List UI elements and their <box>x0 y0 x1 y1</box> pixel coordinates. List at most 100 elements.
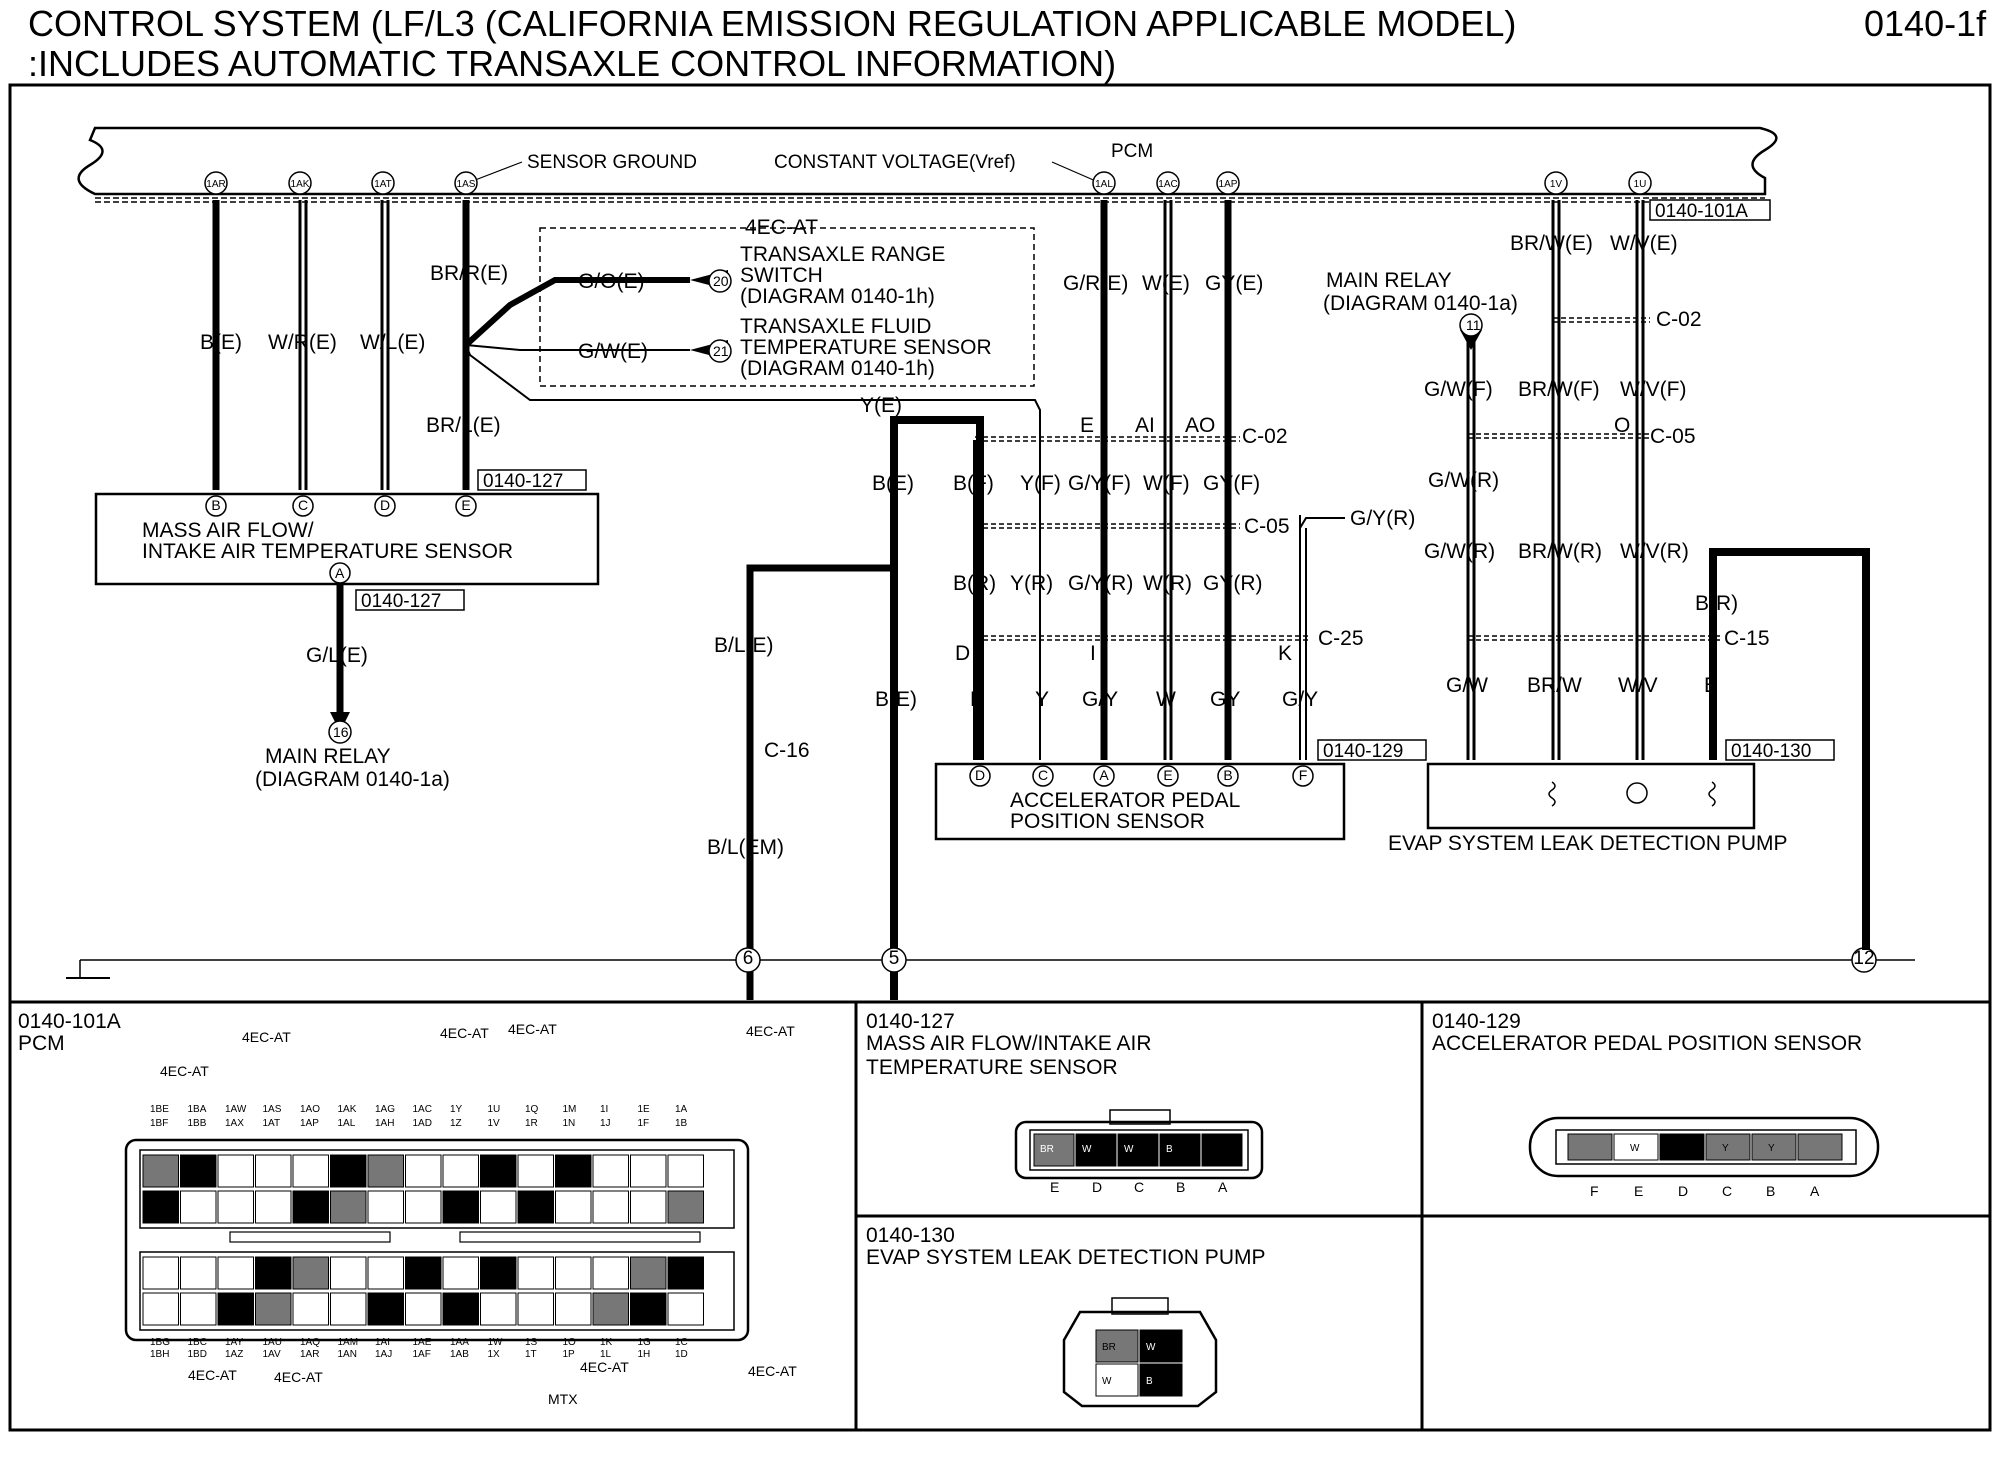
app-view-ref: 0140-129 <box>1432 1010 1521 1033</box>
evap-coil-icon-2 <box>1708 781 1716 807</box>
pcm-connector-cell <box>367 1256 404 1290</box>
pcm-connector-cell <box>442 1154 479 1188</box>
app-f-wire-0: B(E) <box>872 472 914 495</box>
app-pin-e-circle <box>1157 765 1179 787</box>
ground-bl-e: B/L(E) <box>714 634 774 657</box>
evap-view-name: EVAP SYSTEM LEAK DETECTION PUMP <box>866 1246 1265 1269</box>
evap-top-wire-0: BR/W(E) <box>1510 232 1593 255</box>
pcm-bottom-pin-label: 1L <box>600 1349 612 1360</box>
maf-pin-e-circle <box>455 495 477 517</box>
pcm-pin-1ac-circle <box>1156 171 1180 195</box>
pcm-label: PCM <box>1111 141 1153 162</box>
evap-cell-color: B <box>1146 1376 1153 1387</box>
app-bottom-w: W <box>1156 688 1176 711</box>
pcm-connector-cell <box>142 1292 179 1326</box>
pcm-top-pin-label: 1Y <box>450 1104 463 1115</box>
ground-point-12: 12 <box>1853 948 1874 969</box>
pcm-pin-1al: 1AL <box>1095 179 1113 190</box>
app-f-wire-4: W(F) <box>1143 472 1190 495</box>
pcm-connector-ref: 0140-101A <box>1655 201 1748 222</box>
app-pin-d: D <box>975 767 985 783</box>
evap-o-letter: O <box>1614 414 1630 437</box>
tft-wire: G/W(E) <box>578 340 648 363</box>
pcm-bottom-pin-label: 1D <box>675 1349 688 1360</box>
pcm-bottom-pin-label: 1AJ <box>375 1349 392 1360</box>
pcm-connector-cell <box>480 1154 517 1188</box>
pcm-top-pin-label: 1AC <box>413 1104 432 1115</box>
evap-bottom-brw: BR/W <box>1527 674 1582 697</box>
app-r-wire-1: Y(R) <box>1010 572 1053 595</box>
maf-conn-pin-label: D <box>1092 1179 1102 1195</box>
pcm-bottom-pin-label: 1BG <box>150 1337 170 1348</box>
pcm-pin-1as: 1AS <box>457 179 476 190</box>
app-pin-f-circle <box>1292 765 1314 787</box>
pcm-bottom-pin-label: 1S <box>525 1337 538 1348</box>
pcm-bottom-pin-label: 1AQ <box>300 1337 320 1348</box>
4ecat-group-box <box>539 227 1035 387</box>
pcm-pin-1ar: 1AR <box>206 179 225 190</box>
pcm-connector-cell <box>405 1190 442 1224</box>
maf-pin-e: E <box>461 497 470 513</box>
maf-pin-c: C <box>298 497 308 513</box>
maf-relay-label: MAIN RELAY <box>265 745 391 768</box>
pcm-note-4ecat: 4EC-AT <box>160 1063 209 1079</box>
app-f-wire-3: G/Y(F) <box>1068 472 1131 495</box>
pcm-connector-cell <box>592 1256 629 1290</box>
pcm-connector-cell <box>142 1256 179 1290</box>
pcm-bottom-pin-label: 1W <box>488 1337 504 1348</box>
pcm-pin-1u-circle <box>1628 171 1652 195</box>
pcm-connector-cell <box>405 1154 442 1188</box>
pcm-connector-cell <box>255 1292 292 1326</box>
pcm-connector-cell <box>442 1256 479 1290</box>
maf-pin-b: B <box>211 497 220 513</box>
maf-connector-cell <box>1201 1133 1243 1167</box>
pcm-bottom-pin-label: 1AB <box>450 1349 469 1360</box>
pcm-connector-cell <box>255 1190 292 1224</box>
pcm-bottom-pin-label: 1C <box>675 1337 688 1348</box>
evap-coil-icon <box>1548 781 1556 807</box>
trs-ref: (DIAGRAM 0140-1h) <box>740 285 935 308</box>
maf-conn-pin-label: E <box>1050 1179 1059 1195</box>
pcm-top-pin-label: 1V <box>488 1118 501 1129</box>
maf-wires <box>212 200 1041 760</box>
trs-label: TRANSAXLE RANGE <box>740 243 945 266</box>
app-pin-d-circle <box>969 765 991 787</box>
pcm-pin-1ac: 1AC <box>1158 179 1177 190</box>
pcm-connector-cell <box>630 1256 667 1290</box>
app-sensor-box <box>934 762 1346 841</box>
pcm-connector-cell <box>667 1256 704 1290</box>
pcm-connector-cell <box>480 1256 517 1290</box>
tft-pin: 21 <box>713 343 729 359</box>
app-wires <box>746 200 1345 1000</box>
pcm-connector-cell <box>330 1256 367 1290</box>
app-pin-a-circle <box>1093 765 1115 787</box>
app-view-name: ACCELERATOR PEDAL POSITION SENSOR <box>1432 1032 1862 1055</box>
pcm-top-pin-label: 1BF <box>150 1118 168 1129</box>
pcm-connector-cell <box>367 1190 404 1224</box>
app-c02: C-02 <box>1242 425 1288 448</box>
evap-pump-box <box>1426 762 1756 830</box>
pcm-pin-1al-circle <box>1092 171 1116 195</box>
evap-br-label: B(R) <box>1695 592 1738 615</box>
ground-point-6-circle <box>735 947 761 973</box>
pcm-note-4ecat: 4EC-AT <box>580 1359 629 1375</box>
pcm-top-pin-label: 1B <box>675 1118 688 1129</box>
maf-pin-d-circle <box>374 495 396 517</box>
pcm-connector-cell <box>217 1190 254 1224</box>
pcm-pin-1ar-circle <box>204 171 228 195</box>
app-conn-pin-label: B <box>1766 1183 1775 1199</box>
pcm-connector-cell <box>180 1256 217 1290</box>
evap-relay-label: MAIN RELAY <box>1326 269 1452 292</box>
app-connector-cell <box>1705 1133 1751 1161</box>
pcm-bottom-pin-label: 1H <box>638 1349 651 1360</box>
pcm-connector-cell <box>555 1292 592 1326</box>
evap-relay-pin: 11 <box>1466 317 1481 333</box>
pcm-note-4ecat: 4EC-AT <box>746 1023 795 1039</box>
evap-connector-cell <box>1095 1363 1139 1397</box>
app-conn-pin-label: E <box>1634 1183 1643 1199</box>
pcm-top-pin-label: 1AG <box>375 1104 395 1115</box>
app-connector-cell <box>1567 1133 1613 1161</box>
evap-bottom-wv: W/V <box>1618 674 1658 697</box>
pcm-connector-cell <box>517 1190 554 1224</box>
pcm-bottom-pin-label: 1AY <box>225 1337 243 1348</box>
